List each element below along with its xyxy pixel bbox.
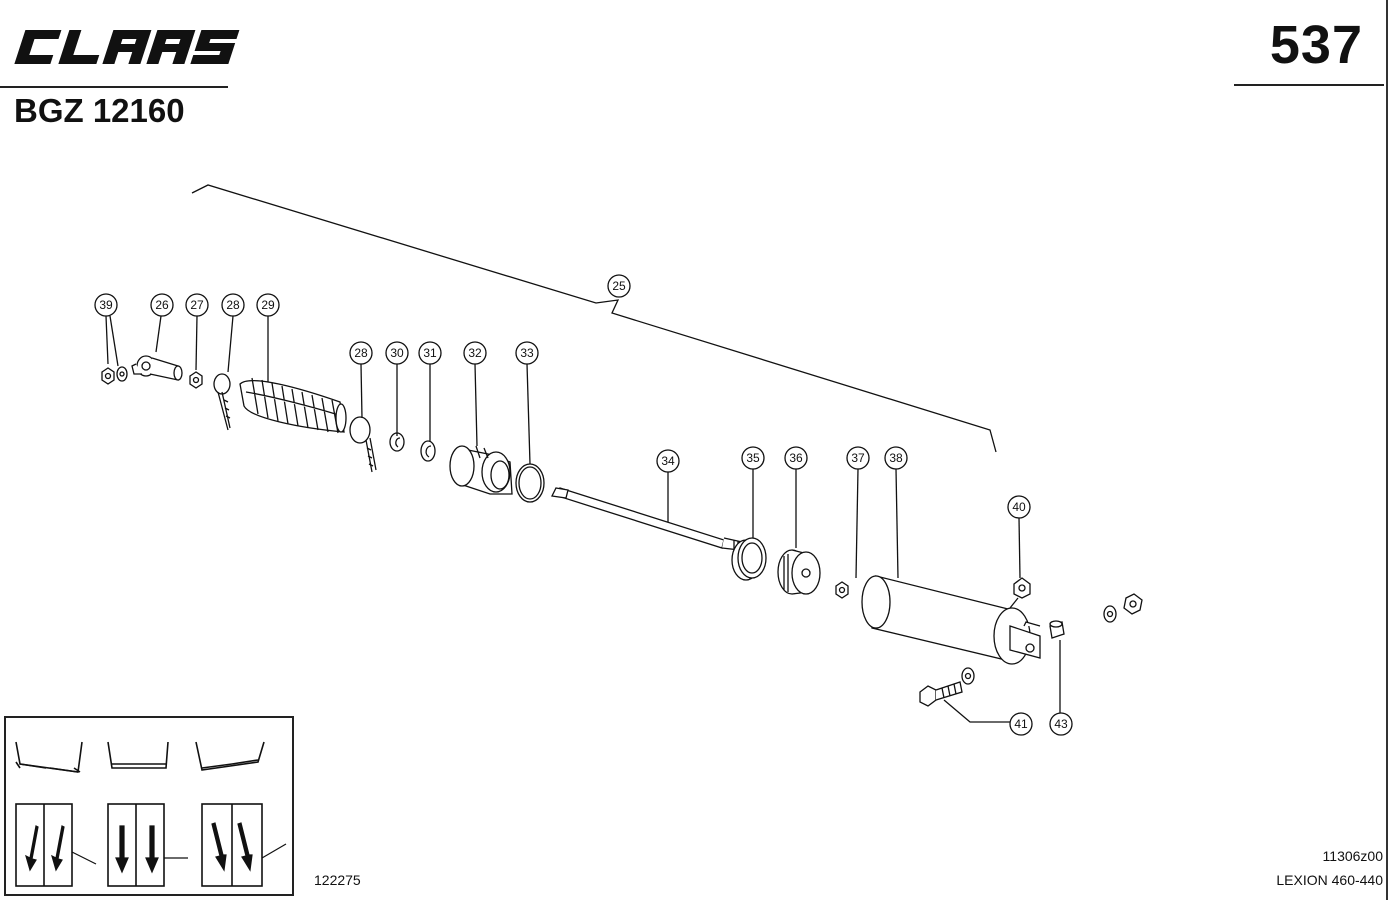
callout-label: 30: [390, 346, 404, 360]
callout-label: 27: [190, 298, 204, 312]
callout-label: 40: [1012, 500, 1026, 514]
part-28-clamp-left: [213, 373, 231, 431]
page-edge-line: [1386, 0, 1388, 900]
callout-label: 25: [612, 279, 626, 293]
callout-label: 32: [468, 346, 482, 360]
part-34-piston-rod: [551, 487, 743, 551]
callout-35: [741, 446, 765, 470]
variant-legend-box: [4, 716, 294, 896]
part-31-circlip: [420, 440, 436, 462]
callout-label: 41: [1014, 717, 1028, 731]
part-30-circlip: [389, 432, 405, 452]
callout-label: 35: [746, 451, 760, 465]
arrow-down-icon: [211, 822, 227, 872]
assembly-bracket: [191, 184, 997, 453]
callout-28b: [349, 341, 373, 365]
arrow-down-icon: [25, 825, 39, 872]
part-38-cylinder-barrel: [861, 575, 1041, 665]
callout-41: [1009, 712, 1033, 736]
callout-27: [185, 293, 209, 317]
part-29-bellows-boot: [239, 377, 347, 434]
callout-label: 26: [155, 298, 169, 312]
header-profile-icon-3: [195, 741, 265, 771]
header-profile-icon-1: [15, 741, 83, 773]
machine-model: LEXION 460-440: [1276, 872, 1383, 888]
part-43-bushing: [1049, 620, 1065, 639]
header-profile-icon-2: [107, 741, 169, 769]
callout-label: 39: [99, 298, 113, 312]
callout-26: [150, 293, 174, 317]
callout-label: 28: [226, 298, 240, 312]
callout-label: 33: [520, 346, 534, 360]
part-35-piston-seal: [731, 537, 767, 581]
callout-label: 38: [889, 451, 903, 465]
callout-30: [385, 341, 409, 365]
arrow-down-icon: [237, 822, 253, 872]
part-28-clamp-right: [349, 416, 377, 473]
arrow-down-icon: [115, 825, 129, 874]
callout-label: 28: [354, 346, 368, 360]
callout-label: 34: [661, 454, 675, 468]
callout-label: 43: [1054, 717, 1068, 731]
callout-label: 29: [261, 298, 275, 312]
part-27-nut: [189, 371, 203, 389]
part-41-bolt-washer: [919, 667, 975, 707]
callout-32: [463, 341, 487, 365]
callout-38: [884, 446, 908, 470]
drawing-number: 122275: [314, 872, 361, 888]
page-number: 537: [1269, 15, 1363, 75]
part-26-rod-end: [131, 355, 183, 381]
callout-25: [607, 274, 631, 298]
callout-40: [1007, 495, 1031, 519]
reference-code: 11306z00: [1322, 848, 1383, 864]
variant-icons: [15, 741, 287, 887]
claas-logo: [14, 30, 240, 64]
part-39-nut-washer: [101, 366, 128, 385]
callout-43: [1049, 712, 1073, 736]
header-rule-right: [1234, 84, 1384, 86]
part-36-piston: [777, 549, 821, 595]
callout-label: 31: [423, 346, 437, 360]
callout-29: [256, 293, 280, 317]
part-40-grease-nipple: [1009, 577, 1031, 609]
part-37-nut: [835, 581, 849, 599]
arrow-down-icon: [51, 825, 65, 872]
arrow-down-icon: [145, 825, 159, 874]
callout-39: [94, 293, 118, 317]
part-32-gland: [449, 445, 513, 495]
callout-31: [418, 341, 442, 365]
callout-28: [221, 293, 245, 317]
callout-37: [846, 446, 870, 470]
callout-label: 36: [789, 451, 803, 465]
document-code: BGZ 12160: [14, 92, 185, 129]
header-rule-left: [0, 86, 228, 88]
callout-36: [784, 446, 808, 470]
callout-label: 37: [851, 451, 865, 465]
washer-nut-right: [1103, 593, 1143, 623]
callout-33: [515, 341, 539, 365]
callout-34: [656, 449, 680, 473]
part-33-o-ring: [515, 463, 545, 503]
